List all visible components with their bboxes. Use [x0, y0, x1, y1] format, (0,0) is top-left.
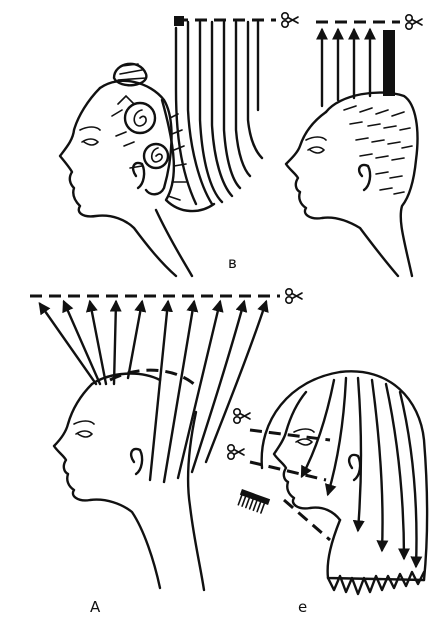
- eye: [82, 139, 98, 145]
- panel-bottom-left: [30, 289, 302, 590]
- elevation-arrows: [40, 302, 266, 482]
- panel-label-a: А: [90, 598, 100, 616]
- scissors-icon: [286, 289, 302, 303]
- ear: [359, 165, 370, 190]
- panel-top-right: [286, 15, 422, 276]
- comb-icon: [238, 489, 270, 513]
- face-profile: [286, 112, 398, 276]
- ear: [349, 455, 360, 480]
- face-profile: [60, 88, 176, 276]
- scissors-icon: [228, 445, 244, 459]
- pin-curl-2: [144, 144, 168, 168]
- hair-section-block: [383, 30, 395, 96]
- pin-curl-1: [125, 103, 155, 133]
- cut-line-3: [284, 500, 330, 540]
- panel-bottom-right: [228, 371, 427, 594]
- ear: [131, 449, 142, 474]
- panel-label-e: е: [298, 598, 307, 616]
- cut-line-1: [250, 430, 330, 440]
- panel-top-left: [60, 13, 298, 276]
- hair-ends: [328, 572, 424, 594]
- hair-outline: [100, 81, 172, 194]
- cut-line-2: [250, 462, 326, 480]
- eye-brow: [80, 127, 100, 130]
- hair-outline: [326, 93, 418, 276]
- face-profile: [54, 384, 160, 588]
- scissors-icon: [406, 15, 422, 29]
- scissors-icon: [234, 409, 250, 423]
- panel-label-v: в: [228, 254, 237, 272]
- neck: [156, 210, 192, 276]
- scissors-icon: [282, 13, 298, 27]
- hanging-strands: [176, 22, 262, 204]
